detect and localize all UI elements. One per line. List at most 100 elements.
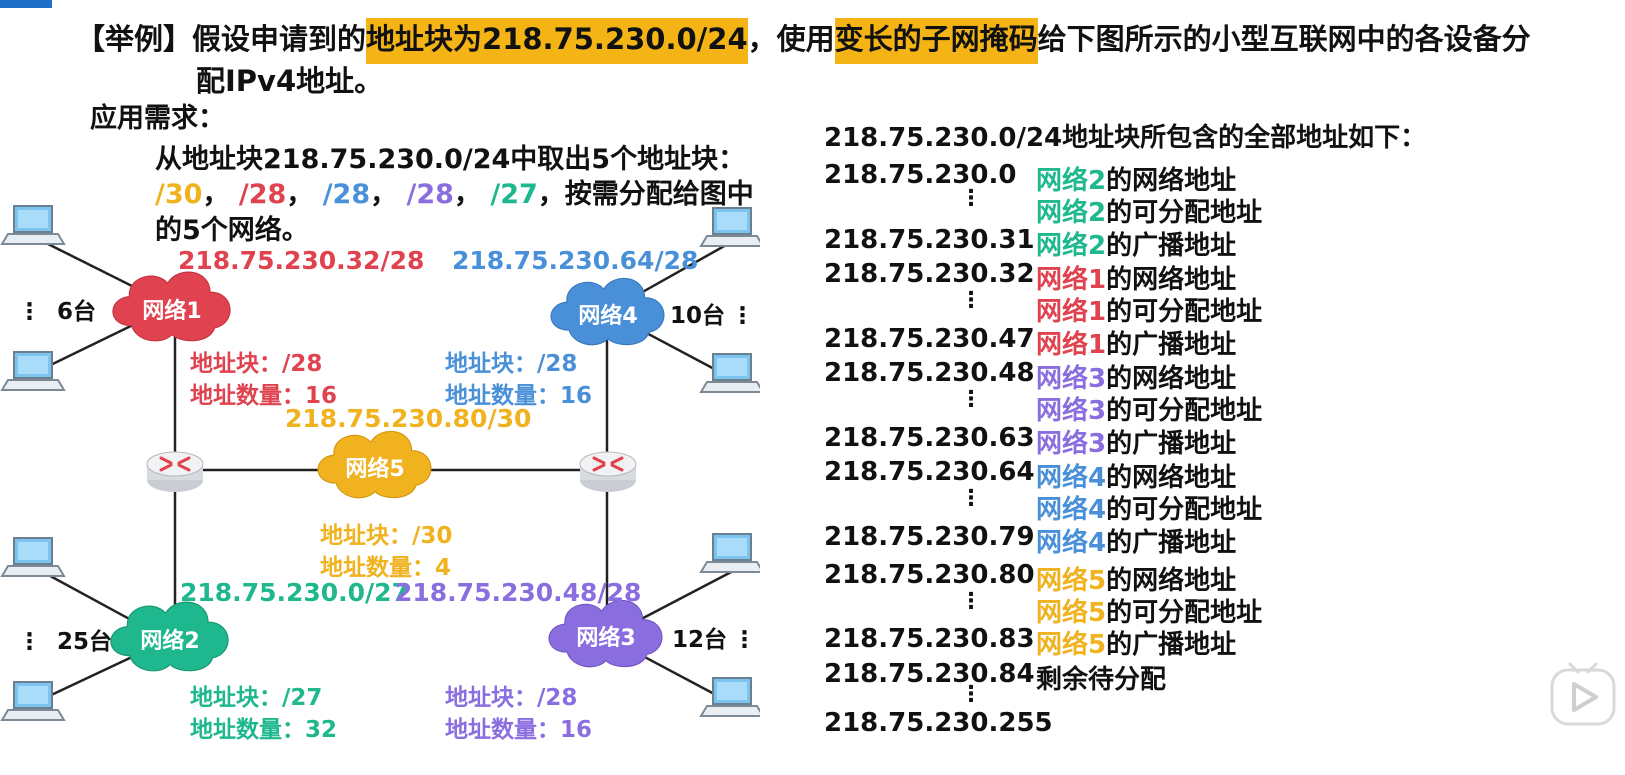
network1-address: 218.75.230.32/28: [178, 246, 425, 275]
block-size-28-b: /28: [322, 179, 371, 210]
network-ref: 网络4: [1036, 463, 1107, 493]
network3-count: 地址数量：16: [445, 717, 593, 743]
laptop-icon: [700, 207, 760, 247]
address-value: 218.75.230.80: [824, 560, 1035, 590]
network-ref: 网络4: [1036, 495, 1107, 525]
play-button[interactable]: [1548, 662, 1618, 732]
vertical-ellipsis: ⋮: [960, 486, 982, 511]
vertical-ellipsis: ⋮: [960, 387, 982, 412]
address-role: 剩余待分配: [1036, 665, 1167, 695]
router-icon: [145, 450, 205, 494]
network-ref: 网络3: [1036, 396, 1107, 426]
laptop-icon: [700, 353, 760, 393]
requirements-line1: 从地址块218.75.230.0/24中取出5个地址块：: [155, 144, 746, 175]
play-icon: [1550, 662, 1616, 726]
address-description: 网络2的广播地址: [1036, 225, 1236, 262]
title-highlight-vlsm: 变长的子网掩码: [834, 18, 1038, 64]
network3-name: 网络3: [576, 625, 635, 651]
network-ref: 网络2: [1036, 166, 1107, 196]
address-role: 的网络地址: [1106, 463, 1237, 493]
title-highlight-block: 地址块为218.75.230.0/24: [366, 18, 748, 64]
network2-address: 218.75.230.0/27: [180, 578, 409, 607]
address-description: 网络5的广播地址: [1036, 624, 1236, 661]
address-description: 网络5的可分配地址: [1036, 592, 1262, 629]
network2-block: 地址块：/27: [190, 685, 323, 711]
laptop-icon: [700, 677, 760, 717]
block-size-28-a: /28: [238, 179, 287, 210]
address-description: 网络2的网络地址: [1036, 160, 1236, 197]
address-value: 218.75.230.31: [824, 225, 1035, 255]
network1-name: 网络1: [142, 298, 201, 324]
address-role: 的可分配地址: [1106, 495, 1263, 525]
address-role: 的可分配地址: [1106, 598, 1263, 628]
corner-mark: [0, 0, 52, 8]
network4-hosts: 10台⋮: [670, 303, 755, 329]
network1-block: 地址块：/28: [190, 351, 323, 377]
address-value: 218.75.230.63: [824, 423, 1035, 453]
vertical-ellipsis: ⋮: [731, 303, 755, 329]
network-ref: 网络3: [1036, 429, 1107, 459]
vertical-ellipsis: ⋮: [18, 299, 41, 325]
address-table-heading: 218.75.230.0/24地址块所包含的全部地址如下：: [824, 123, 1427, 153]
requirements-line3: 的5个网络。: [155, 215, 309, 246]
title-prefix: 【举例】假设申请到的: [76, 22, 367, 56]
vertical-ellipsis: ⋮: [960, 682, 982, 707]
address-role: 的广播地址: [1106, 528, 1237, 558]
network2-hosts: ⋮25台: [18, 629, 113, 655]
network5-count: 地址数量：4: [320, 555, 452, 581]
address-role: 的广播地址: [1106, 231, 1237, 261]
network4-count: 地址数量：16: [445, 383, 593, 409]
address-description: 网络3的广播地址: [1036, 423, 1236, 460]
requirements-line2: /30， /28， /28， /28， /27，按需分配给图中: [155, 179, 754, 210]
page-title-line2: 配IPv4地址。: [196, 64, 384, 98]
laptop-icon: [1, 351, 65, 391]
network-ref: 网络1: [1036, 297, 1107, 327]
network5-address: 218.75.230.80/30: [285, 404, 532, 433]
router-icon: [578, 450, 638, 494]
block-size-30: /30: [155, 179, 203, 210]
address-value: 218.75.230.0: [824, 160, 1017, 190]
network2-name: 网络2: [140, 628, 199, 654]
network5-block: 地址块：/30: [320, 523, 453, 549]
network-ref: 网络2: [1036, 198, 1107, 228]
network4-address: 218.75.230.64/28: [452, 246, 699, 275]
address-description: 网络3的网络地址: [1036, 358, 1236, 395]
address-description: 剩余待分配: [1036, 659, 1166, 696]
vertical-ellipsis: ⋮: [960, 589, 982, 614]
address-role: 的网络地址: [1106, 166, 1237, 196]
network3-address: 218.75.230.48/28: [395, 578, 642, 607]
network-ref: 网络1: [1036, 330, 1107, 360]
vertical-ellipsis: ⋮: [960, 288, 982, 313]
network-ref: 网络4: [1036, 528, 1107, 558]
address-value: 218.75.230.83: [824, 624, 1035, 654]
requirements-heading: 应用需求：: [90, 103, 225, 134]
vertical-ellipsis: ⋮: [18, 629, 41, 655]
network-ref: 网络5: [1036, 566, 1107, 596]
network-ref: 网络1: [1036, 265, 1107, 295]
block-size-27: /27: [490, 179, 538, 210]
address-value: 218.75.230.255: [824, 708, 1053, 738]
vertical-ellipsis: ⋮: [733, 627, 757, 653]
address-description: 网络4的广播地址: [1036, 522, 1236, 559]
laptop-icon: [1, 205, 65, 245]
page-title: 【举例】假设申请到的地址块为218.75.230.0/24，使用变长的子网掩码给…: [76, 16, 1531, 64]
title-mid: ，使用: [747, 22, 835, 56]
address-role: 的广播地址: [1106, 330, 1237, 360]
address-description: 网络4的可分配地址: [1036, 489, 1262, 526]
address-description: 网络1的可分配地址: [1036, 291, 1262, 328]
address-role: 的广播地址: [1106, 630, 1237, 660]
address-value: 218.75.230.84: [824, 659, 1035, 689]
address-description: 网络1的广播地址: [1036, 324, 1236, 361]
network1-hosts: ⋮6台: [18, 299, 97, 325]
address-description: 网络1的网络地址: [1036, 259, 1236, 296]
address-role: 的网络地址: [1106, 364, 1237, 394]
address-description: 网络5的网络地址: [1036, 560, 1236, 597]
address-description: 网络4的网络地址: [1036, 457, 1236, 494]
network3-block: 地址块：/28: [445, 685, 578, 711]
laptop-icon: [700, 533, 760, 573]
network4-name: 网络4: [578, 303, 637, 329]
address-value: 218.75.230.64: [824, 457, 1035, 487]
laptop-icon: [1, 537, 65, 577]
address-role: 的网络地址: [1106, 265, 1237, 295]
network3-hosts: 12台⋮: [672, 627, 757, 653]
